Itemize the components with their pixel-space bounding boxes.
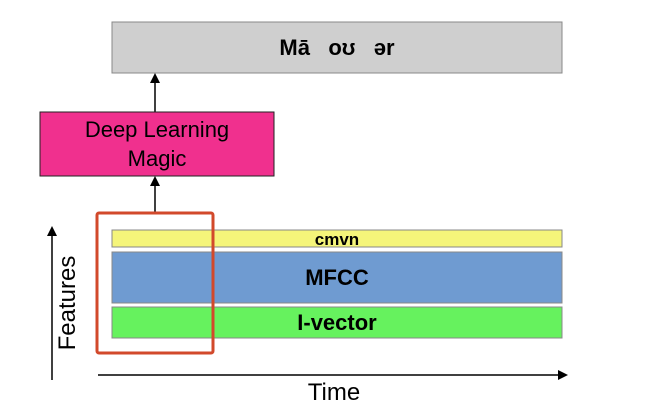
features-axis-label: Features xyxy=(54,256,81,351)
mfcc-band xyxy=(111,251,563,304)
deep-learning-line2: Magic xyxy=(128,146,187,171)
cmvn-band xyxy=(111,229,563,248)
deep-learning-line1: Deep Learning xyxy=(85,117,229,142)
deep-learning-box xyxy=(39,111,275,177)
ivector-label: I-vector xyxy=(297,310,377,335)
time-axis-label: Time xyxy=(308,379,360,406)
output-label: Mā oʊ ər xyxy=(279,35,395,60)
output-box xyxy=(111,21,563,74)
ivector-band xyxy=(111,306,563,339)
mfcc-label: MFCC xyxy=(305,265,369,290)
cmvn-label: cmvn xyxy=(315,230,359,249)
context-window xyxy=(95,211,215,355)
